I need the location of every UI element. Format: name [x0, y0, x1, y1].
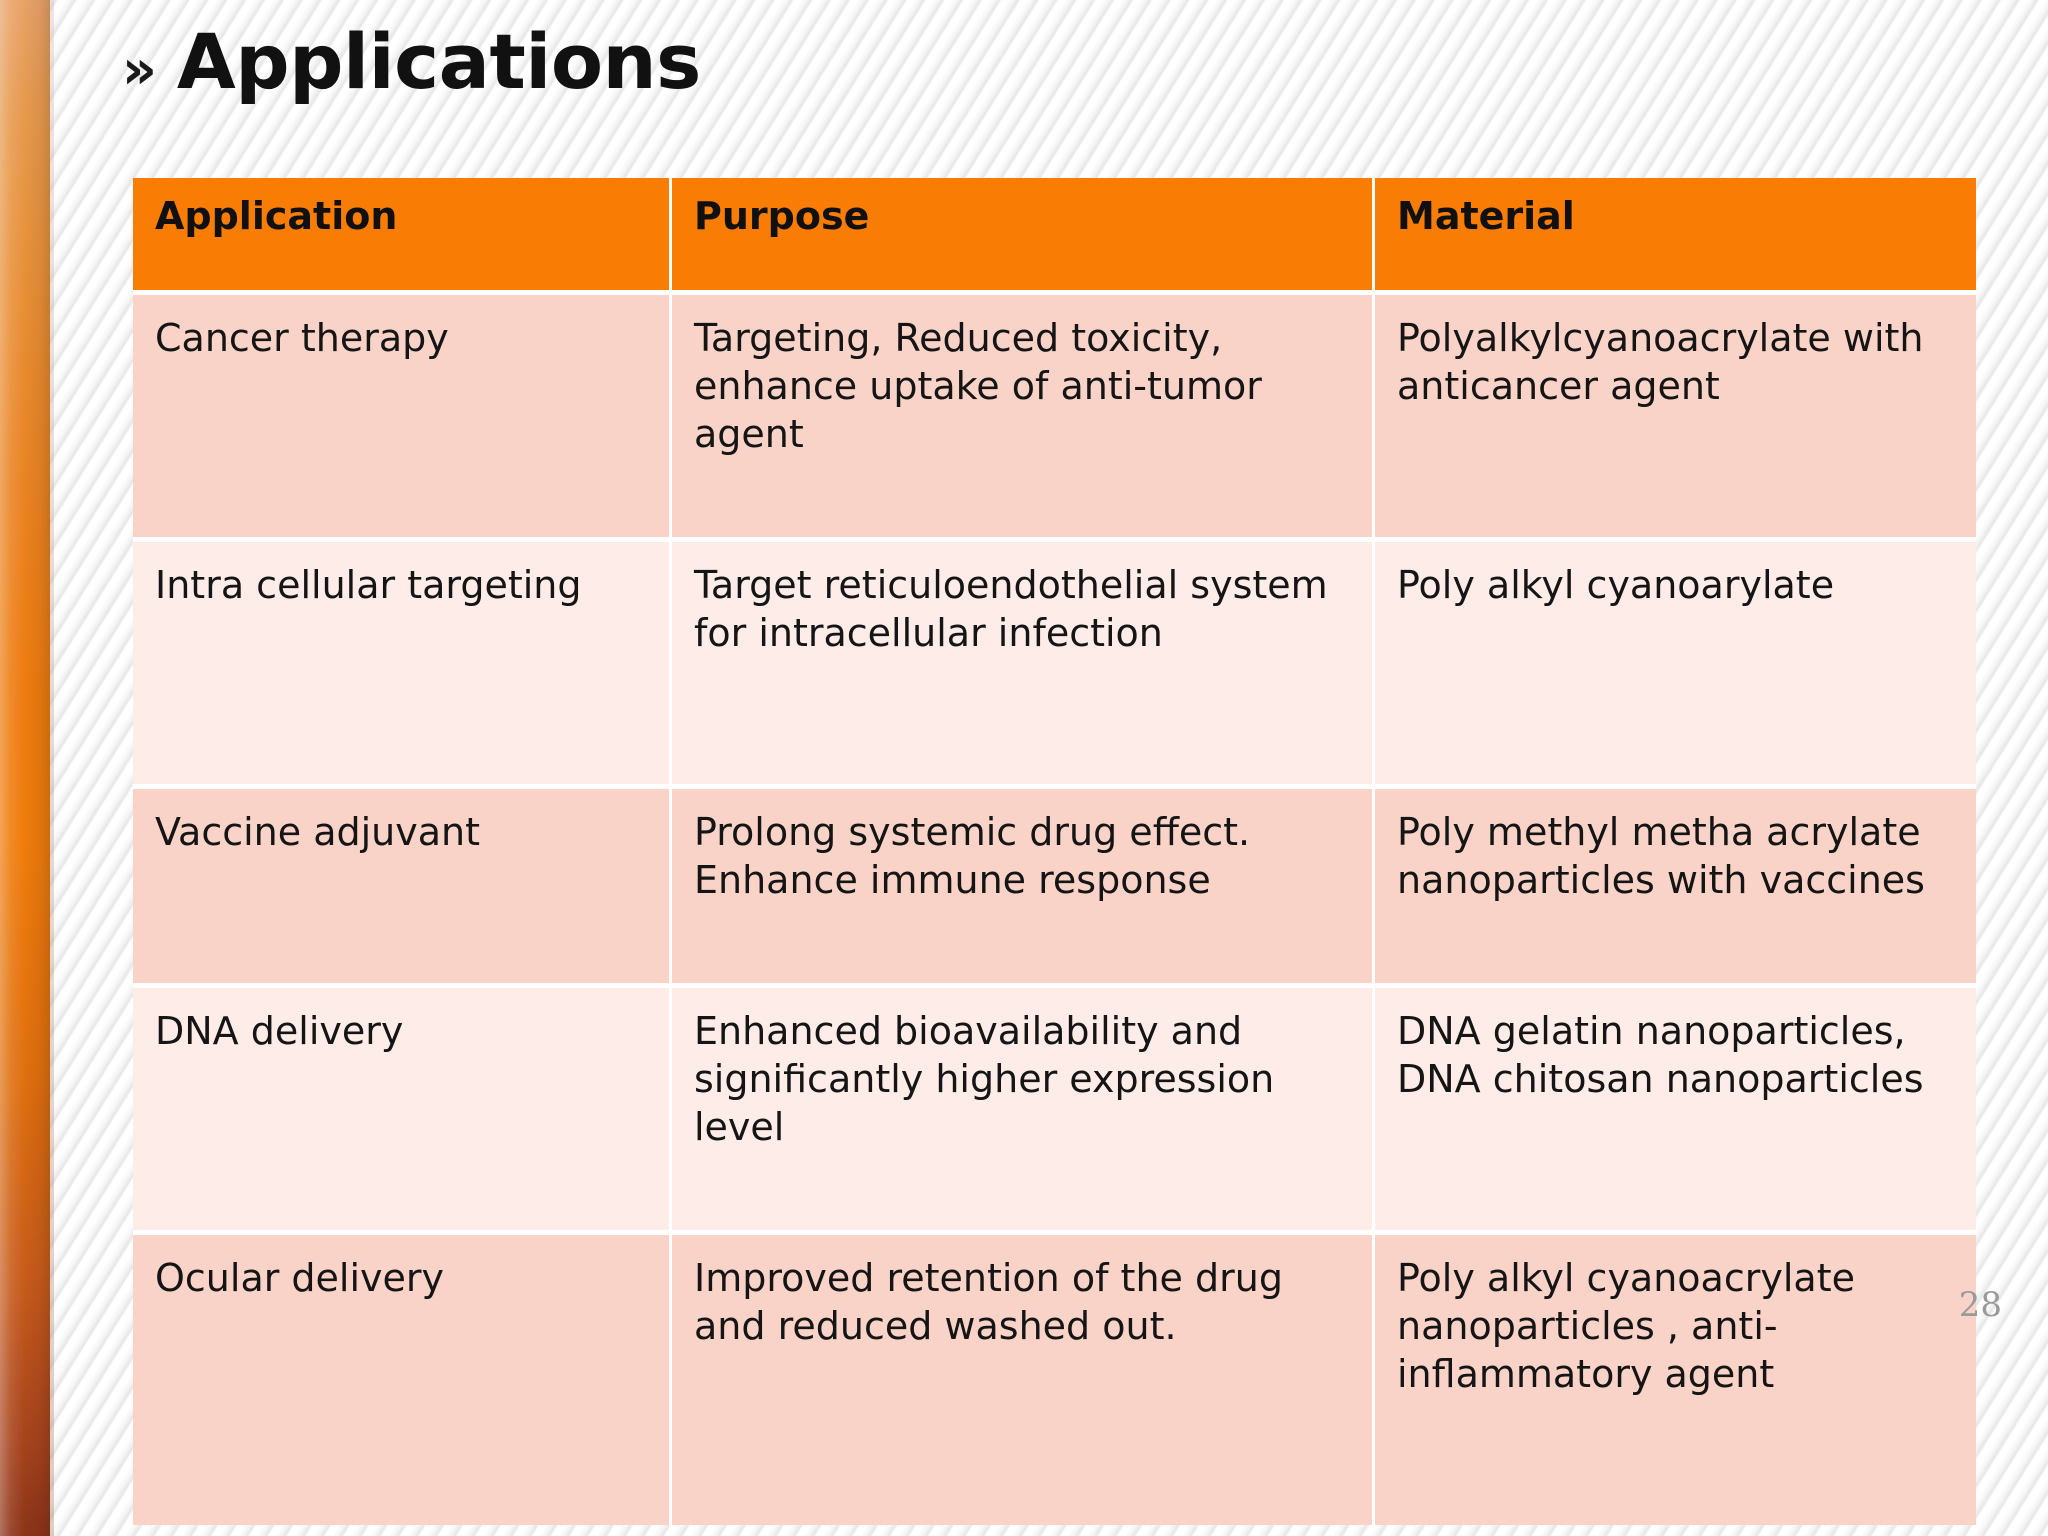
cell-purpose: Prolong systemic drug effect. Enhance im… [672, 784, 1375, 983]
decorative-sidebar-edge [50, 0, 54, 1536]
cell-material: Poly alkyl cyanoarylate [1375, 537, 1976, 784]
cell-application: Intra cellular targeting [133, 537, 672, 784]
cell-material: Polyalkylcyanoacrylate with anticancer a… [1375, 290, 1976, 537]
table-row: DNA delivery Enhanced bioavailability an… [133, 983, 1976, 1230]
applications-table: Application Purpose Material Cancer ther… [133, 178, 1976, 1525]
table-row: Ocular delivery Improved retention of th… [133, 1230, 1976, 1525]
column-header-purpose: Purpose [672, 178, 1375, 290]
slide-title-row: » Applications [122, 22, 701, 102]
table-header: Application Purpose Material [133, 178, 1976, 290]
decorative-sidebar-gradient [0, 0, 50, 1536]
cell-material: DNA gelatin nanoparticles, DNA chitosan … [1375, 983, 1976, 1230]
cell-purpose: Target reticuloendothelial system for in… [672, 537, 1375, 784]
cell-purpose: Improved retention of the drug and reduc… [672, 1230, 1375, 1525]
cell-purpose: Targeting, Reduced toxicity, enhance upt… [672, 290, 1375, 537]
page-number: 28 [1958, 1285, 2002, 1325]
decorative-sidebar-gloss [0, 0, 50, 1536]
cell-application: Vaccine adjuvant [133, 784, 672, 983]
column-header-application: Application [133, 178, 672, 290]
table-header-row: Application Purpose Material [133, 178, 1976, 290]
applications-table-wrapper: Application Purpose Material Cancer ther… [133, 178, 1976, 1525]
table-row: Cancer therapy Targeting, Reduced toxici… [133, 290, 1976, 537]
cell-material: Poly alkyl cyanoacrylate nanoparticles ,… [1375, 1230, 1976, 1525]
cell-application: Cancer therapy [133, 290, 672, 537]
table-row: Vaccine adjuvant Prolong systemic drug e… [133, 784, 1976, 983]
cell-application: DNA delivery [133, 983, 672, 1230]
chevron-double-right-icon: » [122, 38, 157, 101]
column-header-material: Material [1375, 178, 1976, 290]
table-row: Intra cellular targeting Target reticulo… [133, 537, 1976, 784]
cell-purpose: Enhanced bioavailability and significant… [672, 983, 1375, 1230]
page-title: Applications [176, 17, 702, 106]
cell-material: Poly methyl metha acrylate nanoparticles… [1375, 784, 1976, 983]
table-body: Cancer therapy Targeting, Reduced toxici… [133, 290, 1976, 1525]
cell-application: Ocular delivery [133, 1230, 672, 1525]
